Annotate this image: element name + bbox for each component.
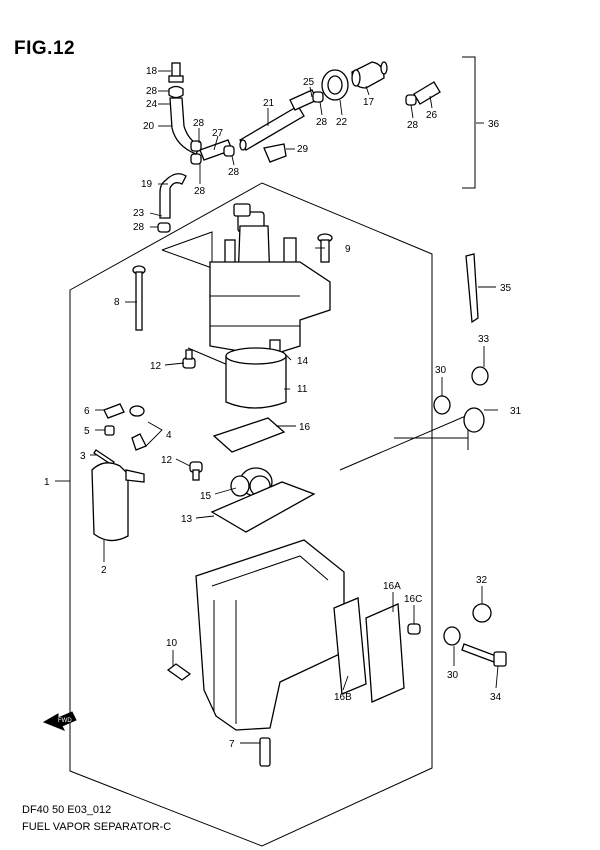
callout-26: 26 [426,110,438,121]
clip-28-mid [312,91,324,103]
hose-route-line [161,231,213,269]
float-chamber-11 [225,347,287,409]
callout-28-a: 28 [146,86,158,97]
callout-24: 24 [146,99,158,110]
separator-case-14 [209,261,331,357]
clip-28-top [168,85,184,99]
callout-36: 36 [488,119,500,130]
callout-25: 25 [303,77,315,88]
callout-23: 23 [133,208,145,219]
gasket-13 [210,481,316,533]
fuel-pump-15 [230,467,273,497]
grommet-4 [129,405,147,451]
gasket-16b [333,597,367,695]
callout-16c: 16C [404,594,422,605]
screw-12-upper [182,349,196,369]
grommet-30-upper [433,395,451,415]
fwd-arrow-icon: FWD [42,711,77,731]
callout-32: 32 [476,575,488,586]
bolt-10 [166,663,192,681]
separator-base [195,539,345,731]
callout-16: 16 [299,422,311,433]
assembly-boundary [69,182,433,847]
grommet-30-lower [443,626,461,646]
hose-route-line-2 [187,347,229,366]
callout-9: 9 [345,244,351,255]
callout-33: 33 [478,334,490,345]
clip-6 [103,403,125,419]
bolt-34 [461,643,507,667]
fwd-label: FWD [58,718,72,724]
screw-5 [104,425,115,436]
callout-30-a: 30 [435,365,447,376]
holder-29 [263,143,287,163]
callout-22: 22 [336,117,348,128]
screw-9 [317,233,333,263]
bolt-8 [132,265,146,331]
figure-title: FIG.12 [14,38,76,59]
callout-21: 21 [263,98,275,109]
strap-35 [465,253,479,324]
cover-2 [91,462,145,542]
washer-32 [472,603,492,623]
callout-27: 27 [212,128,224,139]
callout-28-d: 28 [228,167,240,178]
group-bracket-36 [462,56,476,189]
callout-5: 5 [84,426,90,437]
callout-28-c: 28 [194,186,206,197]
fuel-filter-17 [351,61,388,89]
callout-7: 7 [229,739,235,750]
diagram-code: DF40 50 E03_012 [22,804,112,816]
callout-34: 34 [490,692,502,703]
callout-10: 10 [166,638,178,649]
callout-1: 1 [44,477,50,488]
clip-28-low [157,222,171,233]
callout-19: 19 [141,179,153,190]
callout-28-g: 28 [407,120,419,131]
grommet-31 [463,407,485,433]
hose-route-line-3 [339,414,469,471]
gasket-16 [212,417,286,453]
callout-11: 11 [297,384,308,395]
hose-19 [159,173,187,219]
callout-31: 31 [510,406,522,417]
clip-28-right [405,94,417,106]
callout-12-b: 12 [161,455,173,466]
hose-26 [413,81,441,105]
callout-17: 17 [363,97,375,108]
callout-13: 13 [181,514,193,525]
callout-16b: 16B [334,692,352,703]
callout-12-a: 12 [150,361,162,372]
callout-2: 2 [101,565,107,576]
callout-15: 15 [200,491,212,502]
callout-30-b: 30 [447,670,459,681]
callout-35: 35 [500,283,512,294]
callout-29: 29 [297,144,309,155]
callout-28-e: 28 [133,222,145,233]
callout-28-b: 28 [193,118,205,129]
callout-4: 4 [166,430,172,441]
callout-18: 18 [146,66,158,77]
callout-16a: 16A [383,581,401,592]
screw-12-lower [189,461,203,481]
screw-16c [407,623,421,635]
callout-6: 6 [84,406,90,417]
callout-20: 20 [143,121,155,132]
pin-7 [259,737,271,767]
cover-plate-16a [365,603,405,703]
callout-8: 8 [114,297,120,308]
bracket-22 [321,69,349,101]
callout-28-f: 28 [316,117,328,128]
pipe-21 [239,105,305,151]
diagram-title: FUEL VAPOR SEPARATOR-C [22,821,172,833]
collar-33 [471,366,489,386]
callout-14: 14 [297,356,309,367]
clip-28-pair [190,140,235,165]
fitting-18 [168,62,184,83]
callout-3: 3 [80,451,86,462]
